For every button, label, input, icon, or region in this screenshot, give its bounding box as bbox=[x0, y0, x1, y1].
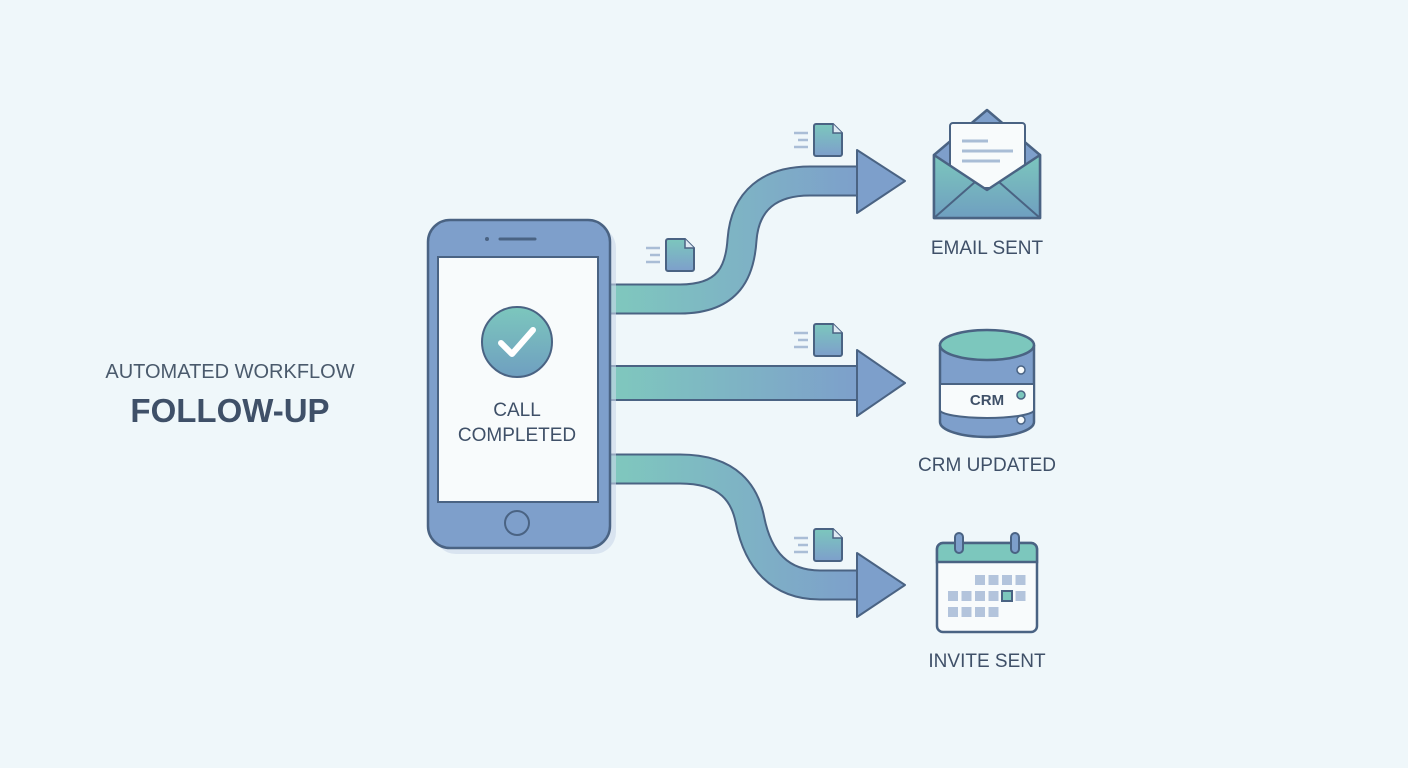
calendar-day bbox=[948, 591, 958, 601]
invite-sent-label: INVITE SENT bbox=[928, 651, 1046, 672]
calendar-day bbox=[948, 607, 958, 617]
phone-status-line2: COMPLETED bbox=[458, 425, 576, 446]
calendar-day bbox=[988, 591, 999, 601]
database-icon bbox=[938, 328, 1036, 439]
document-icon bbox=[646, 238, 695, 272]
calendar-day bbox=[975, 607, 985, 617]
arrow-to-calendar bbox=[600, 453, 906, 618]
arrow-to-crm bbox=[599, 349, 906, 417]
calendar-day bbox=[975, 575, 985, 585]
calendar-day bbox=[961, 591, 972, 601]
calendar-day bbox=[1015, 575, 1026, 585]
crm-badge: CRM bbox=[970, 392, 1004, 409]
email-sent-label: EMAIL SENT bbox=[931, 238, 1044, 259]
calendar-day bbox=[961, 607, 972, 617]
phone-icon bbox=[426, 218, 616, 554]
document-icon bbox=[794, 528, 843, 562]
calendar-day bbox=[988, 575, 999, 585]
heading-subtitle: AUTOMATED WORKFLOW bbox=[105, 361, 354, 383]
crm-updated-label: CRM UPDATED bbox=[918, 455, 1056, 476]
calendar-icon bbox=[935, 532, 1039, 634]
calendar-day bbox=[975, 591, 985, 601]
document-icon bbox=[794, 123, 843, 157]
arrow-to-email bbox=[600, 149, 906, 315]
calendar-day bbox=[1015, 591, 1026, 601]
document-icon bbox=[794, 323, 843, 357]
envelope-icon bbox=[932, 108, 1042, 220]
calendar-day bbox=[1002, 575, 1012, 585]
check-circle-icon bbox=[481, 306, 553, 378]
calendar-day bbox=[988, 607, 999, 617]
heading-title: FOLLOW-UP bbox=[130, 392, 329, 429]
phone-status-line1: CALL bbox=[493, 400, 541, 421]
calendar-day bbox=[1001, 590, 1013, 602]
